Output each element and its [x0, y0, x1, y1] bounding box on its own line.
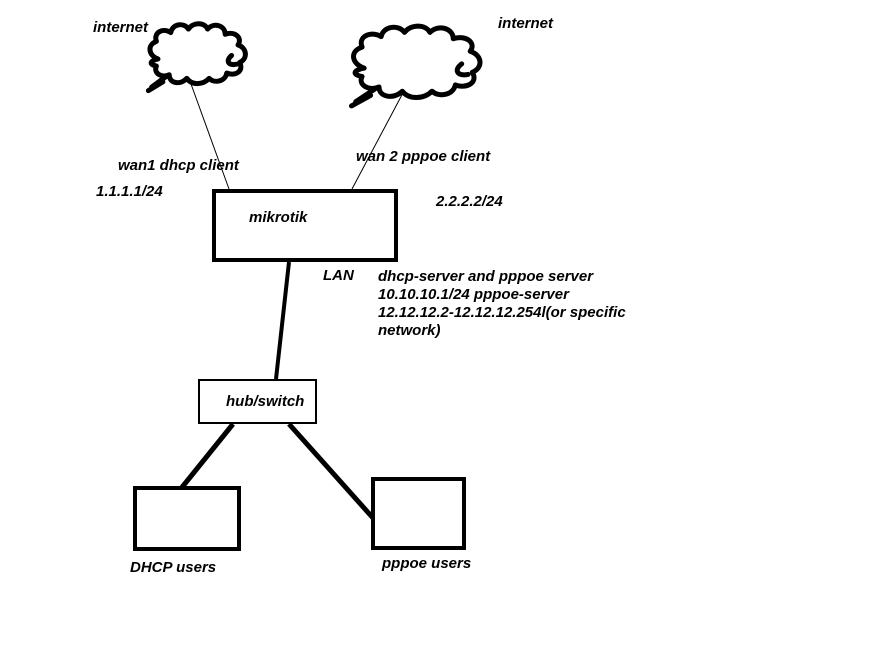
internet-label-left: internet — [93, 19, 149, 36]
wan2-label: wan 2 pppoe client — [356, 148, 491, 165]
lan-note-line: 12.12.12.2-12.12.12.254l(or specific — [378, 304, 626, 321]
wan2-ip: 2.2.2.2/24 — [436, 193, 503, 210]
wan1-label: wan1 dhcp client — [118, 157, 239, 174]
lan-note-line: dhcp-server and pppoe server — [378, 268, 594, 285]
lan-note-line: network) — [378, 322, 441, 339]
dhcp-users-label: DHCP users — [130, 559, 217, 576]
pppoe-users-label: pppoe users — [382, 555, 472, 572]
link-cloud2-to-mikrotik — [351, 90, 405, 190]
link-hub-to-pppoe-users — [287, 422, 375, 520]
lan-label: LAN — [323, 267, 354, 284]
pppoe-users-node — [371, 477, 466, 550]
link-hub-to-dhcp-users — [177, 422, 235, 493]
dhcp-users-node — [133, 486, 241, 551]
internet-cloud-icon — [351, 26, 480, 106]
wan1-ip: 1.1.1.1/24 — [96, 183, 163, 200]
link-mikrotik-to-hub — [274, 261, 291, 380]
lan-note-line: 10.10.10.1/24 pppoe-server — [378, 286, 569, 303]
mikrotik-node: mikrotik — [212, 189, 398, 262]
hub-switch-node: hub/switch — [198, 379, 317, 424]
internet-label-right: internet — [498, 15, 554, 32]
link-cloud1-to-mikrotik — [190, 83, 230, 190]
hub-switch-node-label: hub/switch — [226, 393, 305, 410]
mikrotik-node-label: mikrotik — [249, 209, 308, 226]
internet-cloud-icon — [148, 24, 245, 91]
lan-note: dhcp-server and pppoe server 10.10.10.1/… — [378, 268, 668, 340]
